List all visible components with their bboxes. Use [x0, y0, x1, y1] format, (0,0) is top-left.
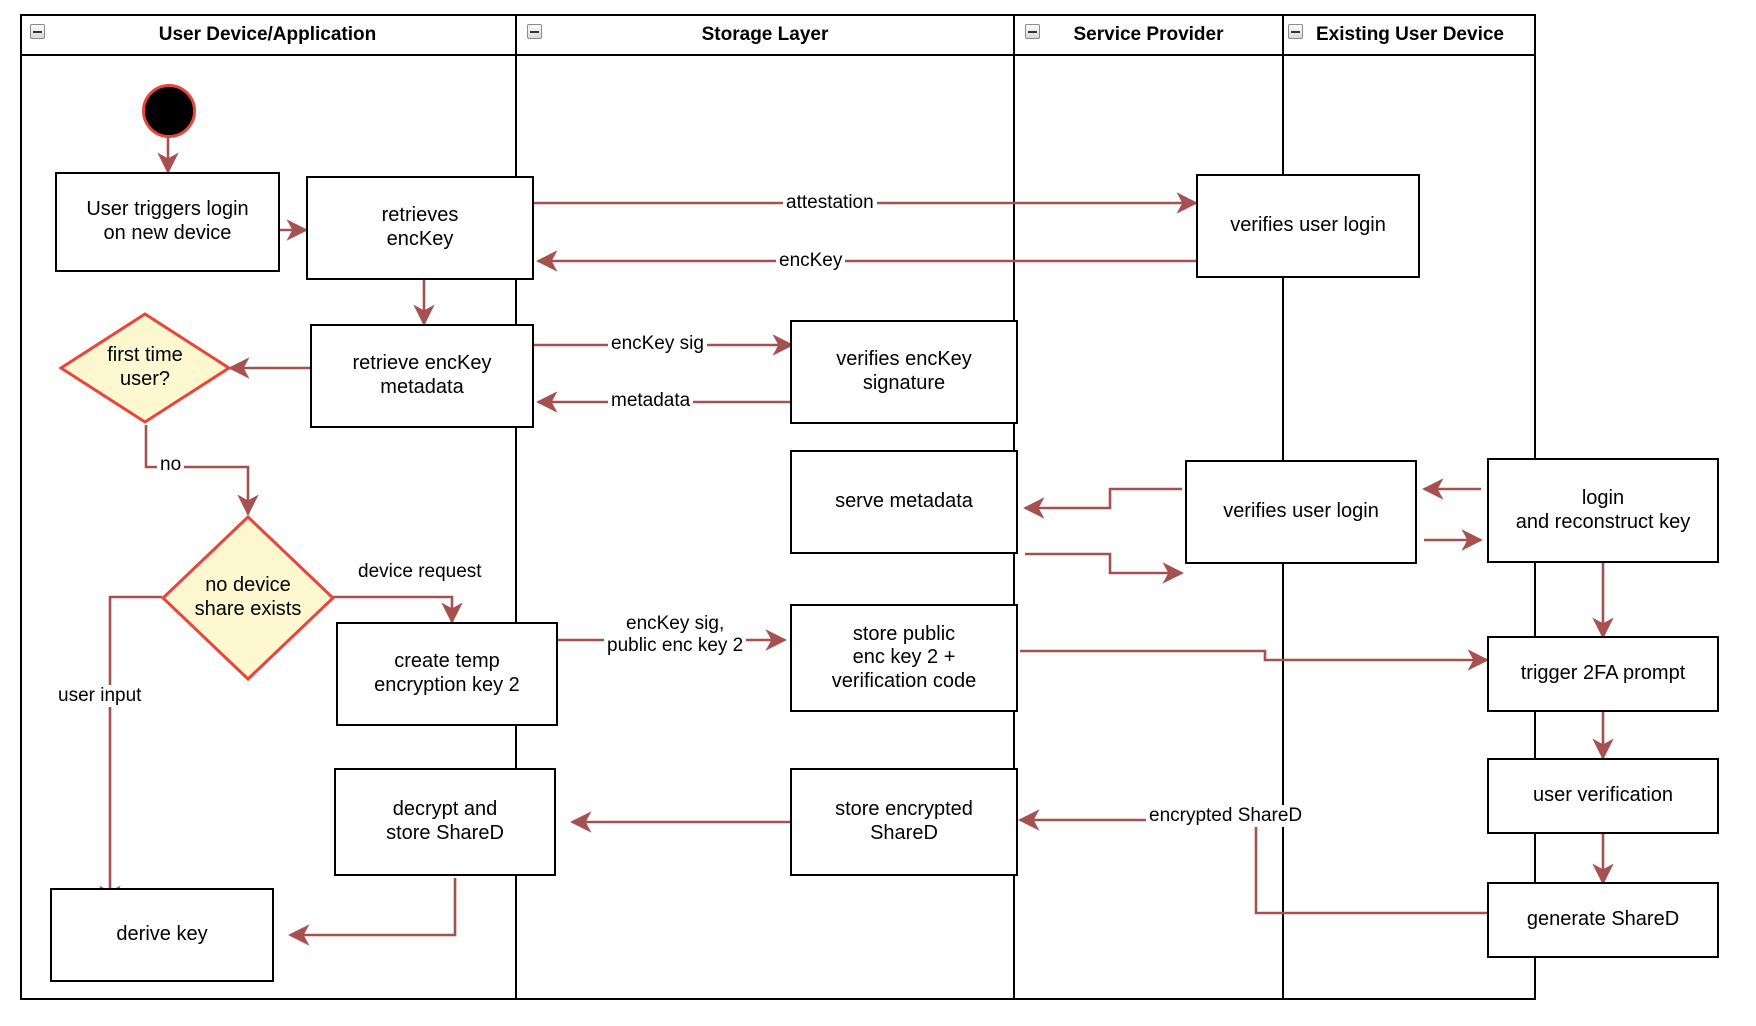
node-verifies-user-login-1[interactable]: verifies user login: [1196, 174, 1420, 278]
node-store-public-enc-key-2[interactable]: store public enc key 2 + verification co…: [790, 604, 1018, 712]
lane-title-existing-user-device: Existing User Device: [1316, 24, 1504, 45]
lane-title-storage-layer: Storage Layer: [701, 24, 829, 45]
node-verifies-user-login-2[interactable]: verifies user login: [1185, 460, 1417, 564]
node-decrypt-and-store-shared[interactable]: decrypt and store ShareD: [334, 768, 556, 876]
minus-icon-user-device[interactable]: [30, 24, 45, 39]
edge-label-enckey-sig: encKey sig: [608, 333, 707, 355]
lane-divider-1: [515, 14, 517, 1000]
node-retrieve-enckey-metadata[interactable]: retrieve encKey metadata: [310, 324, 534, 428]
minus-icon-existing-user-device[interactable]: [1288, 24, 1303, 39]
node-trigger-2fa-prompt[interactable]: trigger 2FA prompt: [1487, 636, 1719, 712]
edge-label-encrypted-shared: encrypted ShareD: [1146, 805, 1306, 827]
node-create-temp-encryption-key-2[interactable]: create temp encryption key 2: [336, 622, 558, 726]
lane-title-user-device: User Device/Application: [158, 24, 377, 45]
node-derive-key[interactable]: derive key: [50, 888, 274, 982]
node-login-and-reconstruct-key[interactable]: login and reconstruct key: [1487, 458, 1719, 563]
node-generate-shared[interactable]: generate ShareD: [1487, 882, 1719, 958]
node-serve-metadata[interactable]: serve metadata: [790, 450, 1018, 554]
node-user-verification[interactable]: user verification: [1487, 758, 1719, 834]
node-user-triggers-login[interactable]: User triggers login on new device: [55, 172, 280, 272]
minus-icon-service-provider[interactable]: [1025, 24, 1040, 39]
node-store-encrypted-shared[interactable]: store encrypted ShareD: [790, 768, 1018, 876]
node-verifies-enckey-signature[interactable]: verifies encKey signature: [790, 320, 1018, 424]
decision-no-device-share-exists[interactable]: no device share exists: [160, 514, 336, 682]
edge-label-device-request: device request: [355, 561, 485, 583]
edge-label-attestation: attestation: [783, 192, 877, 214]
edge-label-enckey: encKey: [776, 250, 846, 272]
node-retrieves-enckey[interactable]: retrieves encKey: [306, 176, 534, 280]
minus-icon-storage-layer[interactable]: [527, 24, 542, 39]
lane-title-service-provider: Service Provider: [1073, 24, 1224, 45]
edge-label-metadata: metadata: [608, 390, 694, 412]
edge-label-user-input: user input: [55, 685, 145, 707]
initial-node: [142, 84, 196, 138]
edge-label-no: no: [157, 454, 185, 476]
decision-first-time-user[interactable]: first time user?: [58, 311, 232, 425]
edge-label-enckey-sig-public-enc-key-2: encKey sig, public enc key 2: [604, 613, 747, 657]
swimlane-header-row: [20, 14, 1536, 56]
